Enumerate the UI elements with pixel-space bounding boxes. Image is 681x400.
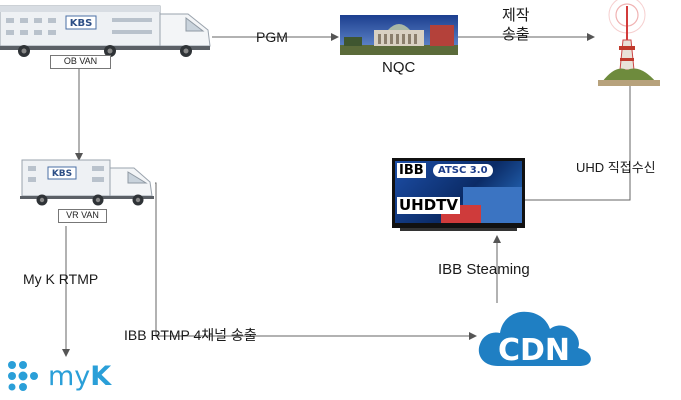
vr-van-tag: VR VAN <box>58 209 107 223</box>
vr-van-truck-image: KBS <box>20 159 154 206</box>
myk-logo-icon <box>8 361 38 391</box>
myk-text-my: my <box>48 361 91 392</box>
ibb-rtmp-label: IBB RTMP 4채널 송출 <box>124 327 257 343</box>
myk-rtmp-label: My K RTMP <box>23 271 99 287</box>
nqc-label: NQC <box>382 59 416 76</box>
tv-stand <box>400 228 517 231</box>
transmission-tower-image <box>598 0 660 86</box>
vr-van-brand: KBS <box>52 169 72 179</box>
nqc-building-image <box>340 15 458 55</box>
tv-atsc-text: ATSC 3.0 <box>438 165 488 176</box>
ob-van-brand: KBS <box>70 18 93 29</box>
cdn-cloud-icon: CDN <box>478 311 591 368</box>
production-label-line1: 제작 <box>502 7 530 24</box>
myk-logo-text: myK <box>48 363 111 390</box>
ob-van-truck-image: KBS <box>0 5 211 57</box>
edge-ibb-rtmp-line <box>155 182 477 340</box>
tv-ibb-badge: IBB <box>397 163 426 178</box>
tv-atsc-badge: ATSC 3.0 <box>433 164 493 177</box>
cdn-label: CDN <box>498 333 570 368</box>
ob-van-tag: OB VAN <box>50 55 111 69</box>
tv-screen: IBB ATSC 3.0 UHDTV <box>392 158 525 228</box>
uhd-reception-label: UHD 직접수신 <box>576 160 656 175</box>
ibb-streaming-label: IBB Steaming <box>438 261 530 278</box>
edge-uhd-reception-line <box>507 84 631 204</box>
tv-uhdtv-badge: UHDTV <box>397 196 461 214</box>
production-label-line2: 송출 <box>502 26 530 43</box>
myk-text-k: K <box>90 361 112 392</box>
pgm-label: PGM <box>256 29 288 45</box>
